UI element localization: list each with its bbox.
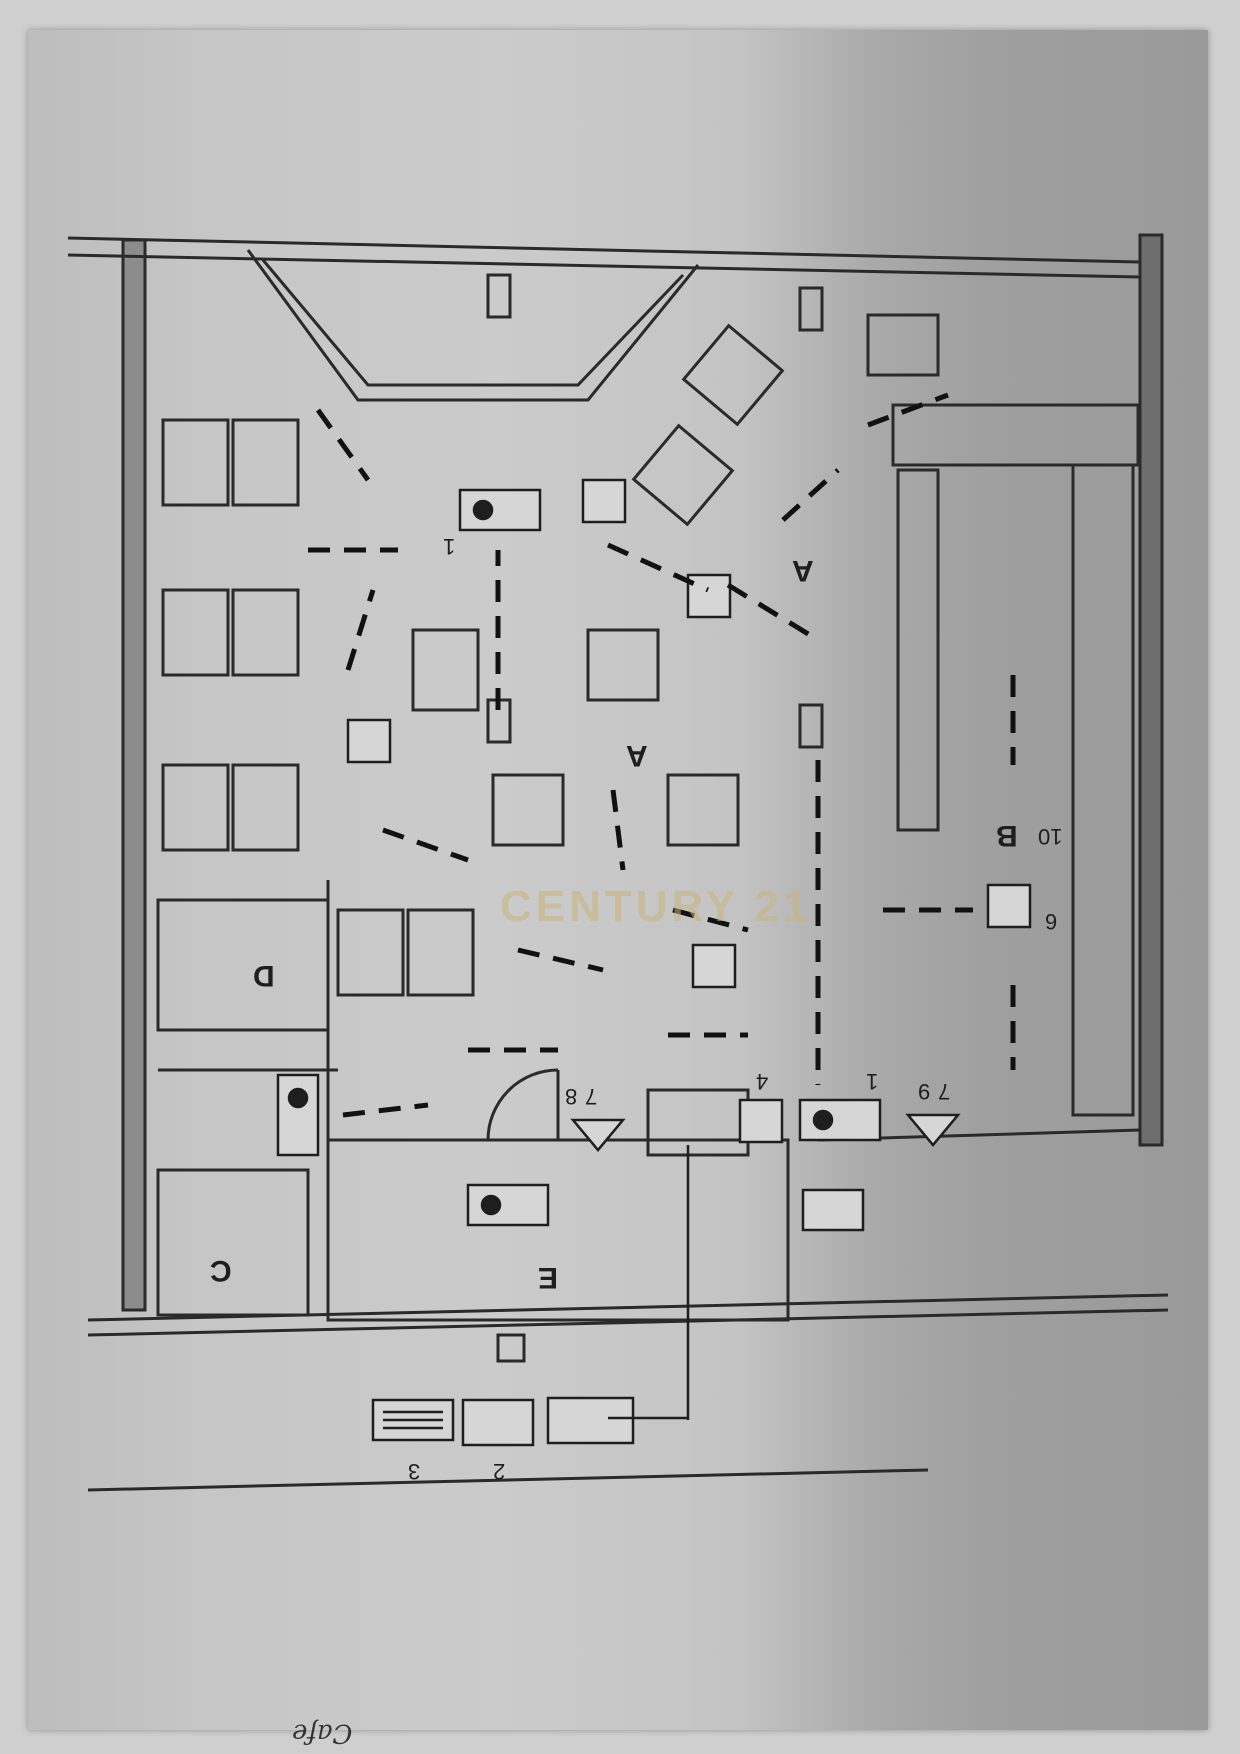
symbol-number-6: 6 bbox=[1045, 909, 1058, 934]
symbol-number-7: 7 bbox=[585, 1084, 598, 1109]
bar-counter bbox=[646, 1088, 750, 1157]
fire-alarm-icon bbox=[801, 1188, 865, 1232]
pillar bbox=[798, 286, 824, 332]
zone-label-d: D bbox=[253, 959, 275, 992]
symbol-number-10: 10 bbox=[1038, 824, 1063, 849]
table bbox=[161, 763, 230, 852]
right-exterior-wall bbox=[1138, 233, 1164, 1147]
table bbox=[161, 588, 230, 677]
symbol-number-8: 8 bbox=[565, 1084, 578, 1109]
evacuation-arrow bbox=[517, 947, 604, 973]
watermark-logo: CENTURY 21 bbox=[500, 882, 812, 931]
evacuation-arrow bbox=[382, 827, 469, 863]
symbol-number-7: 7 bbox=[938, 1079, 951, 1104]
top-wall bbox=[67, 236, 1141, 264]
evacuation-arrow bbox=[867, 392, 949, 428]
pillar bbox=[496, 1333, 526, 1363]
table bbox=[406, 908, 475, 997]
street-line bbox=[87, 1468, 929, 1492]
fire-alarm-icon bbox=[905, 1113, 961, 1147]
entrance-door bbox=[486, 1068, 559, 1141]
fire-alarm-icon bbox=[570, 1118, 626, 1152]
evacuation-arrow bbox=[342, 1102, 429, 1118]
table bbox=[231, 588, 300, 677]
zone-label-c: C bbox=[210, 1254, 232, 1287]
sprinkler-icon bbox=[798, 1098, 882, 1142]
table bbox=[231, 763, 300, 852]
evacuation-arrow bbox=[672, 907, 749, 933]
legend-number-2: 2 bbox=[493, 1459, 506, 1484]
evacuation-arrow bbox=[610, 789, 626, 871]
electric-panel-icon bbox=[686, 573, 732, 619]
table bbox=[231, 418, 300, 507]
legend-number-3: 3 bbox=[408, 1459, 421, 1484]
evacuation-arrow bbox=[606, 542, 710, 593]
extinguisher-icon bbox=[581, 478, 627, 524]
zone-label-e: E bbox=[538, 1261, 559, 1294]
electric-panel-icon bbox=[346, 718, 392, 764]
floor-plan bbox=[67, 233, 1169, 1492]
evacuation-arrow bbox=[315, 408, 371, 482]
symbol-number-1: 1 bbox=[866, 1069, 879, 1094]
room-d bbox=[156, 898, 330, 1032]
table bbox=[586, 628, 660, 702]
handwritten-signature: Cafe bbox=[292, 1718, 353, 1748]
zone-label-a: A bbox=[626, 739, 648, 772]
exit-sign-icon bbox=[986, 883, 1032, 929]
extinguisher-icon bbox=[738, 1098, 784, 1144]
table bbox=[631, 423, 735, 527]
symbol-number-9: 9 bbox=[918, 1079, 931, 1104]
plan-sheet: A A B C D E 1 1 2 3 4 6 7 7 8 9 10 CENTU… bbox=[28, 30, 1208, 1730]
evacuation-arrow bbox=[781, 468, 840, 522]
table bbox=[681, 323, 785, 427]
room-c bbox=[156, 1168, 310, 1317]
table bbox=[411, 628, 480, 712]
zone-label-b: B bbox=[996, 819, 1018, 852]
pillar bbox=[798, 703, 824, 749]
symbol-number-4: 4 bbox=[756, 1069, 769, 1094]
pillar bbox=[486, 273, 512, 319]
table bbox=[666, 773, 740, 847]
symbol-number-1: 1 bbox=[443, 534, 456, 559]
sprinkler-icon bbox=[466, 1183, 550, 1227]
kitchen-counter bbox=[891, 403, 1140, 467]
zone-label-a: A bbox=[792, 554, 814, 587]
bay-window bbox=[246, 249, 700, 402]
table bbox=[491, 773, 565, 847]
sprinkler-icon bbox=[276, 1073, 320, 1157]
table bbox=[866, 313, 940, 377]
evacuation-arrow bbox=[345, 589, 376, 671]
sprinkler-icon bbox=[458, 488, 542, 532]
evacuation-arrow bbox=[726, 582, 820, 643]
table bbox=[161, 418, 230, 507]
table bbox=[336, 908, 405, 997]
electric-panel-icon bbox=[691, 943, 737, 989]
legend-control-icon bbox=[461, 1398, 535, 1447]
legend-speaker-icon bbox=[546, 1396, 635, 1445]
left-exterior-wall bbox=[121, 238, 147, 1312]
